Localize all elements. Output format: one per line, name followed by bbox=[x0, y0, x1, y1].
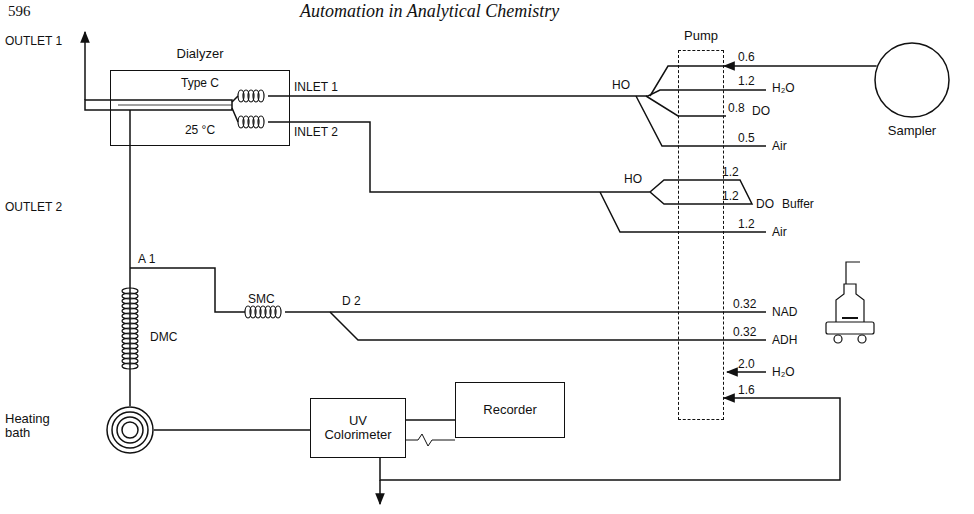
heating-bath-label: Heating bath bbox=[5, 412, 67, 440]
buffer-tube bbox=[650, 180, 752, 204]
flow-rate: 1.6 bbox=[738, 383, 755, 397]
fitting-label: A 1 bbox=[138, 252, 155, 266]
running-header: Automation in Analytical Chemistry bbox=[300, 4, 559, 18]
tubing-connector bbox=[380, 398, 840, 480]
single-mixing-coil bbox=[275, 306, 281, 318]
dialyzer-membrane bbox=[118, 105, 232, 106]
fitting-label: HO bbox=[612, 78, 630, 92]
outlet-arrow bbox=[84, 32, 86, 100]
inlet-tube bbox=[232, 96, 290, 122]
reagent-name: Air bbox=[772, 225, 787, 239]
water-tube bbox=[727, 371, 766, 373]
tubing-connector bbox=[129, 146, 131, 406]
inlet-label: INLET 1 bbox=[294, 80, 338, 94]
flow-rate: 0.8 bbox=[728, 101, 745, 115]
sample-tube bbox=[650, 66, 724, 96]
page-number: 596 bbox=[8, 4, 31, 18]
dialyzer-heading: Dialyzer bbox=[111, 47, 289, 61]
a1-tube bbox=[130, 268, 245, 312]
outlet-tube bbox=[129, 110, 131, 146]
reagent-name: Buffer bbox=[782, 197, 814, 211]
tubing-connector bbox=[406, 419, 455, 421]
flow-rate: 2.0 bbox=[738, 357, 755, 371]
tubing-connector bbox=[724, 65, 877, 67]
reagent-name: ADH bbox=[772, 333, 797, 347]
fitting-label: DO bbox=[756, 197, 774, 211]
flow-rate: 0.5 bbox=[738, 131, 755, 145]
dialyzer-tube bbox=[85, 100, 232, 110]
flow-rate: 1.2 bbox=[738, 74, 755, 88]
outlet-label: OUTLET 1 bbox=[5, 34, 62, 48]
reagent-name: H₂O bbox=[772, 365, 795, 379]
dialyzer-type: Type C bbox=[111, 76, 289, 90]
tubing-connector bbox=[290, 122, 678, 204]
sampler-outline bbox=[874, 42, 950, 118]
flow-rate: 0.6 bbox=[738, 50, 755, 64]
recorder-box: Recorder bbox=[455, 382, 565, 438]
reagent-name: Air bbox=[772, 139, 787, 153]
nad-tube bbox=[285, 311, 766, 313]
colorimeter-label: UV Colorimeter bbox=[317, 414, 399, 442]
air-tube bbox=[636, 96, 766, 146]
adh-tube bbox=[330, 312, 766, 340]
reagent-name: NAD bbox=[772, 305, 797, 319]
signal-cable bbox=[405, 434, 455, 446]
water-tube bbox=[678, 89, 766, 91]
coil-label: DMC bbox=[150, 330, 177, 344]
inlet-label: INLET 2 bbox=[294, 125, 338, 139]
waste-arrow bbox=[379, 480, 381, 504]
pump-frame: Pump bbox=[678, 50, 724, 420]
dialyzer-temperature: 25 °C bbox=[111, 123, 289, 137]
outlet-label: OUTLET 2 bbox=[5, 200, 62, 214]
reagent-name: H₂O bbox=[772, 81, 795, 95]
debubbler-tube bbox=[646, 96, 726, 116]
fitting-label: HO bbox=[624, 172, 642, 186]
flow-rate: 1.2 bbox=[722, 165, 739, 179]
inlet-coil bbox=[258, 116, 264, 128]
sampler-wheel: Sampler bbox=[874, 42, 950, 118]
pump-heading: Pump bbox=[659, 29, 743, 43]
flow-rate: 1.2 bbox=[738, 217, 755, 231]
flow-rate: 0.32 bbox=[733, 297, 756, 311]
reagent-bottle-stirrer bbox=[826, 262, 874, 343]
air-tube bbox=[600, 192, 766, 232]
sampler-label: Sampler bbox=[864, 124, 960, 138]
recorder-label: Recorder bbox=[483, 403, 536, 417]
dialyzer-box: DialyzerType C25 °C bbox=[110, 70, 290, 146]
coil-label: SMC bbox=[248, 292, 275, 306]
flow-rate: 0.32 bbox=[733, 325, 756, 339]
heating-bath-coil: Heating bath bbox=[106, 406, 154, 454]
flow-rate: 1.2 bbox=[722, 189, 739, 203]
bath-spiral bbox=[106, 406, 154, 454]
fitting-label: D 2 bbox=[342, 294, 361, 308]
fitting-label: DO bbox=[752, 104, 770, 118]
tubing-connector bbox=[154, 429, 310, 431]
inlet-coil bbox=[258, 90, 264, 102]
uv-colorimeter-box: UV Colorimeter bbox=[310, 398, 406, 458]
